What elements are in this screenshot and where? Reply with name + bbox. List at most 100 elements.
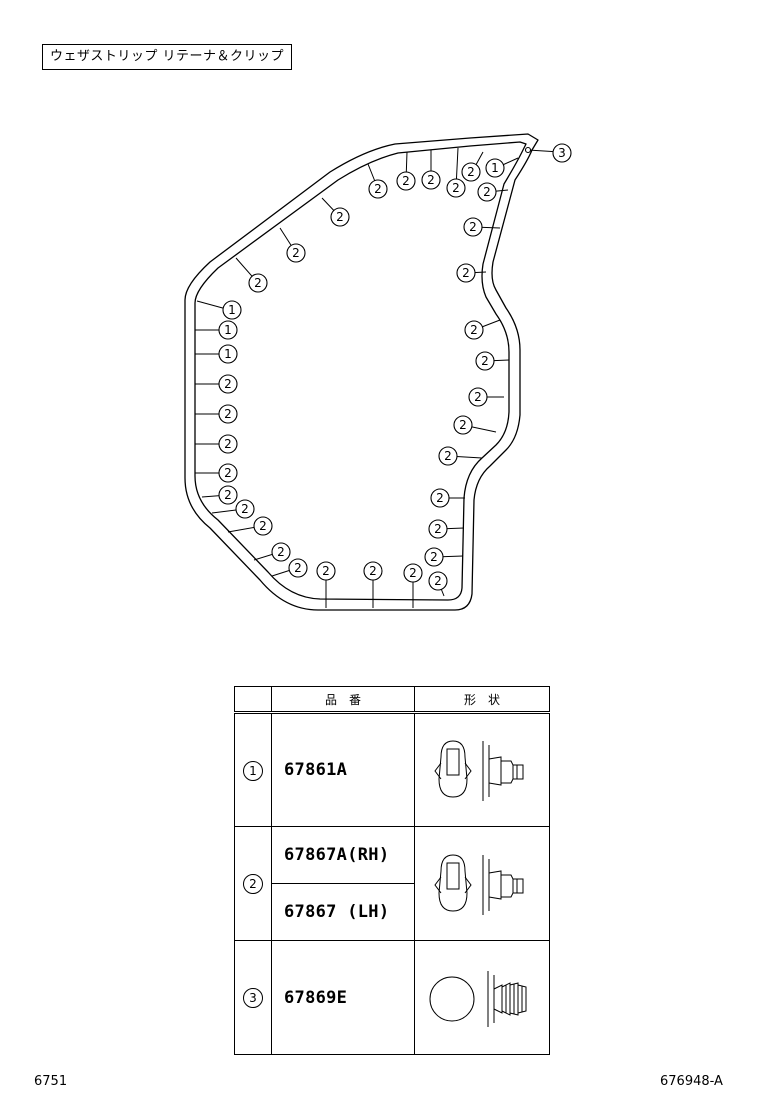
callout-number: 2	[470, 323, 478, 337]
callout-number: 2	[374, 182, 382, 196]
callout-2	[421, 170, 441, 190]
callout-2	[248, 273, 268, 293]
callout-number: 2	[409, 566, 417, 580]
callout-2	[438, 446, 458, 466]
callout-2	[316, 561, 336, 581]
weatherstrip-inner-edge	[194, 141, 527, 601]
callout-2	[218, 374, 238, 394]
callout-number: 2	[224, 377, 232, 391]
table-row: 2 67867A(RH) 67867 (LH)	[234, 826, 550, 941]
callout-number: 2	[259, 519, 267, 533]
callout-number: 2	[402, 174, 410, 188]
callout-2	[428, 519, 448, 539]
callout-1	[218, 344, 238, 364]
callout-number: 2	[469, 220, 477, 234]
callout-number: 2	[224, 437, 232, 451]
callout-number: 2	[277, 545, 285, 559]
callout-1	[485, 158, 505, 178]
part-number-group: 67867A(RH) 67867 (LH)	[271, 826, 415, 941]
part-number-lh: 67867 (LH)	[284, 902, 390, 922]
callout-number: 2	[322, 564, 330, 578]
callout-number: 2	[294, 561, 302, 575]
shape-cell	[414, 940, 550, 1055]
callout-2	[218, 404, 238, 424]
callout-number: 2	[474, 390, 482, 404]
callout-number: 3	[558, 146, 566, 160]
callout-number: 2	[224, 407, 232, 421]
callout-2	[218, 463, 238, 483]
callout-number: 2	[462, 266, 470, 280]
part-number: 67869E	[271, 940, 415, 1055]
callout-2	[468, 387, 488, 407]
callout-number: 2	[224, 488, 232, 502]
clip-callout-numbers: 1 1 1 2 2 2 2 2 2 2 2 2 2 2 2 2 2 2 2 2 …	[224, 146, 566, 588]
row-index: 1	[234, 712, 272, 827]
callout-2	[218, 434, 238, 454]
callout-2	[477, 182, 497, 202]
callout-number: 2	[481, 354, 489, 368]
callout-number: 2	[427, 173, 435, 187]
callout-2	[424, 547, 444, 567]
callout-number: 2	[292, 246, 300, 260]
table-row: 3 67869E	[234, 940, 550, 1055]
shape-header: 形 状	[414, 686, 550, 714]
callout-2	[368, 179, 388, 199]
callout-number: 1	[224, 323, 232, 337]
callout-number: 1	[228, 303, 236, 317]
retainer-clip-icon	[434, 740, 524, 801]
clip-callout-circles	[218, 143, 572, 591]
callout-2	[463, 217, 483, 237]
row-index: 2	[234, 826, 272, 941]
part-number-rh: 67867A(RH)	[272, 827, 414, 884]
callout-number: 2	[467, 165, 475, 179]
callout-number: 2	[224, 466, 232, 480]
callout-2	[363, 561, 383, 581]
push-clip-icon	[429, 970, 527, 1027]
callout-2	[253, 516, 273, 536]
parts-table: 品 番 形 状 1 67861A 2 67867A(RH) 67867 (LH)	[234, 686, 550, 1055]
weatherstrip-outer-edge	[184, 133, 539, 611]
callout-number: 2	[483, 185, 491, 199]
callout-2	[403, 563, 423, 583]
callout-2	[461, 162, 481, 182]
row-index: 3	[234, 940, 272, 1055]
callout-number: 2	[452, 181, 460, 195]
callout-3	[552, 143, 572, 163]
callout-2	[330, 207, 350, 227]
callout-2	[428, 571, 448, 591]
table-header-row: 品 番 形 状	[234, 686, 550, 714]
callout-1	[222, 300, 242, 320]
callout-number: 2	[430, 550, 438, 564]
callout-2	[464, 320, 484, 340]
callout-number: 2	[436, 491, 444, 505]
callout-number: 2	[254, 276, 262, 290]
callout-2	[430, 488, 450, 508]
callout-2	[453, 415, 473, 435]
callout-1	[218, 320, 238, 340]
callout-2	[288, 558, 308, 578]
callout-2	[456, 263, 476, 283]
callout-2	[475, 351, 495, 371]
callout-number: 2	[336, 210, 344, 224]
callout-number: 2	[434, 522, 442, 536]
callout-number: 2	[434, 574, 442, 588]
callout-2	[396, 171, 416, 191]
page-code-right: 676948-A	[660, 1074, 723, 1089]
callout-number: 1	[224, 347, 232, 361]
page-code-left: 6751	[34, 1074, 68, 1089]
callout-number: 2	[369, 564, 377, 578]
weatherstrip-door-diagram: 1 1 1 2 2 2 2 2 2 2 2 2 2 2 2 2 2 2 2 2 …	[184, 133, 572, 611]
callout-number: 2	[241, 502, 249, 516]
callout-2	[271, 542, 291, 562]
callout-number: 2	[459, 418, 467, 432]
callout-number: 2	[444, 449, 452, 463]
retainer-clip-icon	[434, 853, 524, 915]
diagram-title: ウェザストリップ リテーナ＆クリップ	[42, 44, 292, 70]
callout-2	[218, 485, 238, 505]
callout-2	[446, 178, 466, 198]
part-number: 67861A	[271, 712, 415, 827]
shape-cell	[414, 712, 550, 827]
clip-callouts	[195, 147, 561, 608]
index-header	[234, 686, 272, 714]
part-number-header: 品 番	[271, 686, 415, 714]
